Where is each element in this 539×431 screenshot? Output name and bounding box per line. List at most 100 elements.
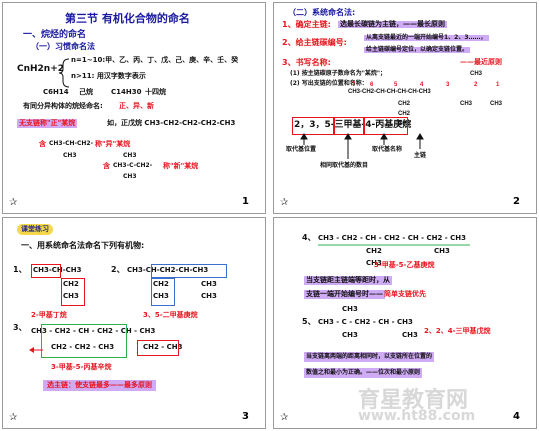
svg-text:CH3-CH2-CH-CH-CH-CH-CH3: CH3-CH2-CH-CH-CH-CH-CH3 xyxy=(348,89,431,95)
neo-example-bottom: CH3 xyxy=(123,173,137,180)
step3-b: (2) 写出支链的位置和名称： xyxy=(290,80,368,87)
slide-4: 4、 CH3 - CH2 - CH - CH2 - CH - CH2 - CH3… xyxy=(273,217,537,429)
q3-answer: 3-甲基-5-丙基辛烷 xyxy=(51,363,112,371)
step1-label: 1、确定主链: xyxy=(282,20,331,29)
q3-label: 3、 xyxy=(13,323,27,332)
note-a-line2: 支链一端开始编号时—— xyxy=(304,290,385,299)
conclusion: 选主链：使支链最多——最多原则 xyxy=(43,380,156,391)
rule-n-gt-11: n>11: 用汉字数字表示 xyxy=(71,72,146,80)
page-number: 2 xyxy=(513,196,520,207)
q2-box-sub xyxy=(151,278,175,306)
svg-text:CH3: CH3 xyxy=(470,71,483,77)
step2-text-a: 从离支链最近的一端开始编号1、2、3……， xyxy=(364,34,489,41)
slide-3: 课堂练习 一、用系统命名法命名下列有机物: 1、 CH3-CH-CH3 CH2 … xyxy=(2,217,266,429)
neo-example-post: 称"新"某烷 xyxy=(163,162,199,170)
star-icon: ✰ xyxy=(280,412,289,423)
slide2-title: （二）系统命名法: xyxy=(288,8,356,17)
iso-example-formula: CH3-CH-CH2- xyxy=(49,140,94,147)
step3-a: (1) 按主链碳原子数命名为"某烷"； xyxy=(290,70,387,77)
q1-answer: 2-甲基丁烷 xyxy=(31,311,67,319)
iso-example-post: 称"异"某烷 xyxy=(95,140,131,148)
note-b-line2: 数值之和最小为正确。——位次和最小原则 xyxy=(304,368,423,378)
q4-sub-b: CH3 xyxy=(366,259,382,267)
step3-label: 3、书写名称: xyxy=(282,58,331,67)
q4-label: 4、 xyxy=(302,233,316,242)
subsection-common-naming: （一）习惯命名法 xyxy=(31,42,95,51)
svg-text:CH3: CH3 xyxy=(490,101,503,107)
step2-rule: ——最近原则 xyxy=(460,58,502,66)
example-tetradecane: 十四烷 xyxy=(145,88,166,96)
q3-arrow xyxy=(29,347,43,353)
q3-line1: CH3 - CH2 - CH - CH2 - CH - CH3 xyxy=(31,327,156,335)
iso-words: 正、异、新 xyxy=(119,102,154,110)
neo-example-top: CH3 xyxy=(123,152,137,159)
step1-text: 选最长碳链为主链，——最长原则 xyxy=(338,20,447,28)
step2-text-b: 给主链碳编号定位，以确定支链位置。 xyxy=(364,46,471,53)
q1-box-a xyxy=(31,264,61,278)
q2-sub-c: CH3 xyxy=(201,280,217,288)
q2-main: CH3-CH-CH2-CH-CH3 xyxy=(127,266,209,274)
slide-2: （二）系统命名法: 1、确定主链: 选最长碳链为主链，——最长原则 2、给主链碳… xyxy=(273,2,537,214)
watermark-logo: 育星教育网 xyxy=(358,388,469,413)
q2-sub-d: CH3 xyxy=(201,292,217,300)
annot-main-chain: 主链 xyxy=(414,152,427,159)
slide2-arrows xyxy=(300,133,424,159)
neo-example-formula: CH3-C-CH2- xyxy=(113,162,153,169)
isomer-naming-note: 有同分异构体的烷烃命名: xyxy=(23,102,103,110)
q5-main: CH3 - C - CH2 - CH - CH3 xyxy=(318,318,413,326)
example-hexane: 己烷 xyxy=(79,88,93,96)
svg-text:7: 7 xyxy=(352,82,356,88)
iso-example-pre: 含 xyxy=(39,140,46,148)
name-example: 2，3，5-三甲基-4-丙基庚烷 xyxy=(294,120,412,130)
q4-underline xyxy=(318,244,470,246)
q4-main: CH3 - CH2 - CH - CH2 - CH - CH2 - CH3 xyxy=(318,234,466,242)
svg-text:3: 3 xyxy=(446,82,450,88)
star-icon: ✰ xyxy=(280,197,289,208)
svg-text:2: 2 xyxy=(474,82,478,88)
star-icon: ✰ xyxy=(9,197,18,208)
q2-box-chain xyxy=(151,264,227,278)
star-icon: ✰ xyxy=(9,412,18,423)
svg-text:CH2: CH2 xyxy=(398,101,411,107)
page-number: 4 xyxy=(513,411,520,422)
q4-sub-c: CH3 xyxy=(434,247,450,255)
q4-sub-a: CH2 xyxy=(366,247,382,255)
neo-example-pre: 含 xyxy=(103,162,110,170)
svg-text:6: 6 xyxy=(370,82,374,88)
q1-label: 1、 xyxy=(13,265,27,274)
q5-top: CH3 xyxy=(342,305,358,313)
task-text: 一、用系统命名法命名下列有机物: xyxy=(21,241,145,250)
note-a-rule: 简单支链优先 xyxy=(384,290,426,298)
q4-answer: 3-甲基-5-乙基庚烷 xyxy=(374,261,435,269)
straight-chain-label: 无支链称"正"某烷 xyxy=(17,119,78,128)
rule-n-1-10: n=1~10:甲、乙、丙、丁、戊、己、庚、辛、壬、癸 xyxy=(71,56,239,64)
note-a-line1: 当支链距主链端等距时，从 xyxy=(304,276,392,285)
watermark-url: www.ht88.com xyxy=(358,408,476,424)
q1-sub-a: CH2 xyxy=(63,280,79,288)
svg-text:CH2: CH2 xyxy=(398,111,411,117)
slide2-structure: CH3 CH3-CH2-CH-CH-CH-CH-CH3 CH2 CH2 CH3 … xyxy=(348,71,503,127)
q3-line2b: CH2 - CH3 xyxy=(143,343,183,351)
general-formula: CnH2n+2 xyxy=(17,64,65,74)
iso-example-sub: CH3 xyxy=(63,152,77,159)
count-box xyxy=(334,117,364,135)
svg-text:1: 1 xyxy=(496,82,500,88)
q5-label: 5、 xyxy=(302,317,316,326)
example-c14h30: C14H30 xyxy=(111,88,142,96)
exercise-badge: 课堂练习 xyxy=(17,224,53,235)
subst-box xyxy=(364,117,408,135)
step2-label: 2、给主链碳编号: xyxy=(282,38,347,47)
svg-text:CH3: CH3 xyxy=(398,121,411,127)
section-alkane-naming: 一、烷烃的命名 xyxy=(23,30,87,40)
svg-text:CH3: CH3 xyxy=(460,101,473,107)
q5-bottom: CH3 xyxy=(342,331,358,339)
svg-text:5: 5 xyxy=(394,82,398,88)
example-c6h14: C6H14 xyxy=(43,88,69,96)
q1-main: CH3-CH-CH3 xyxy=(33,266,82,274)
q3-line2: CH2 - CH2 - CH3 xyxy=(51,343,115,351)
q3-box-green xyxy=(41,324,127,358)
q5-sub: CH3 xyxy=(402,331,418,339)
svg-text:4: 4 xyxy=(420,82,424,88)
annot-substituent: 取代基名称 xyxy=(372,146,403,153)
note-b-line1: 当支链离两端的距离相同时，以支链所在位置的 xyxy=(304,352,435,362)
